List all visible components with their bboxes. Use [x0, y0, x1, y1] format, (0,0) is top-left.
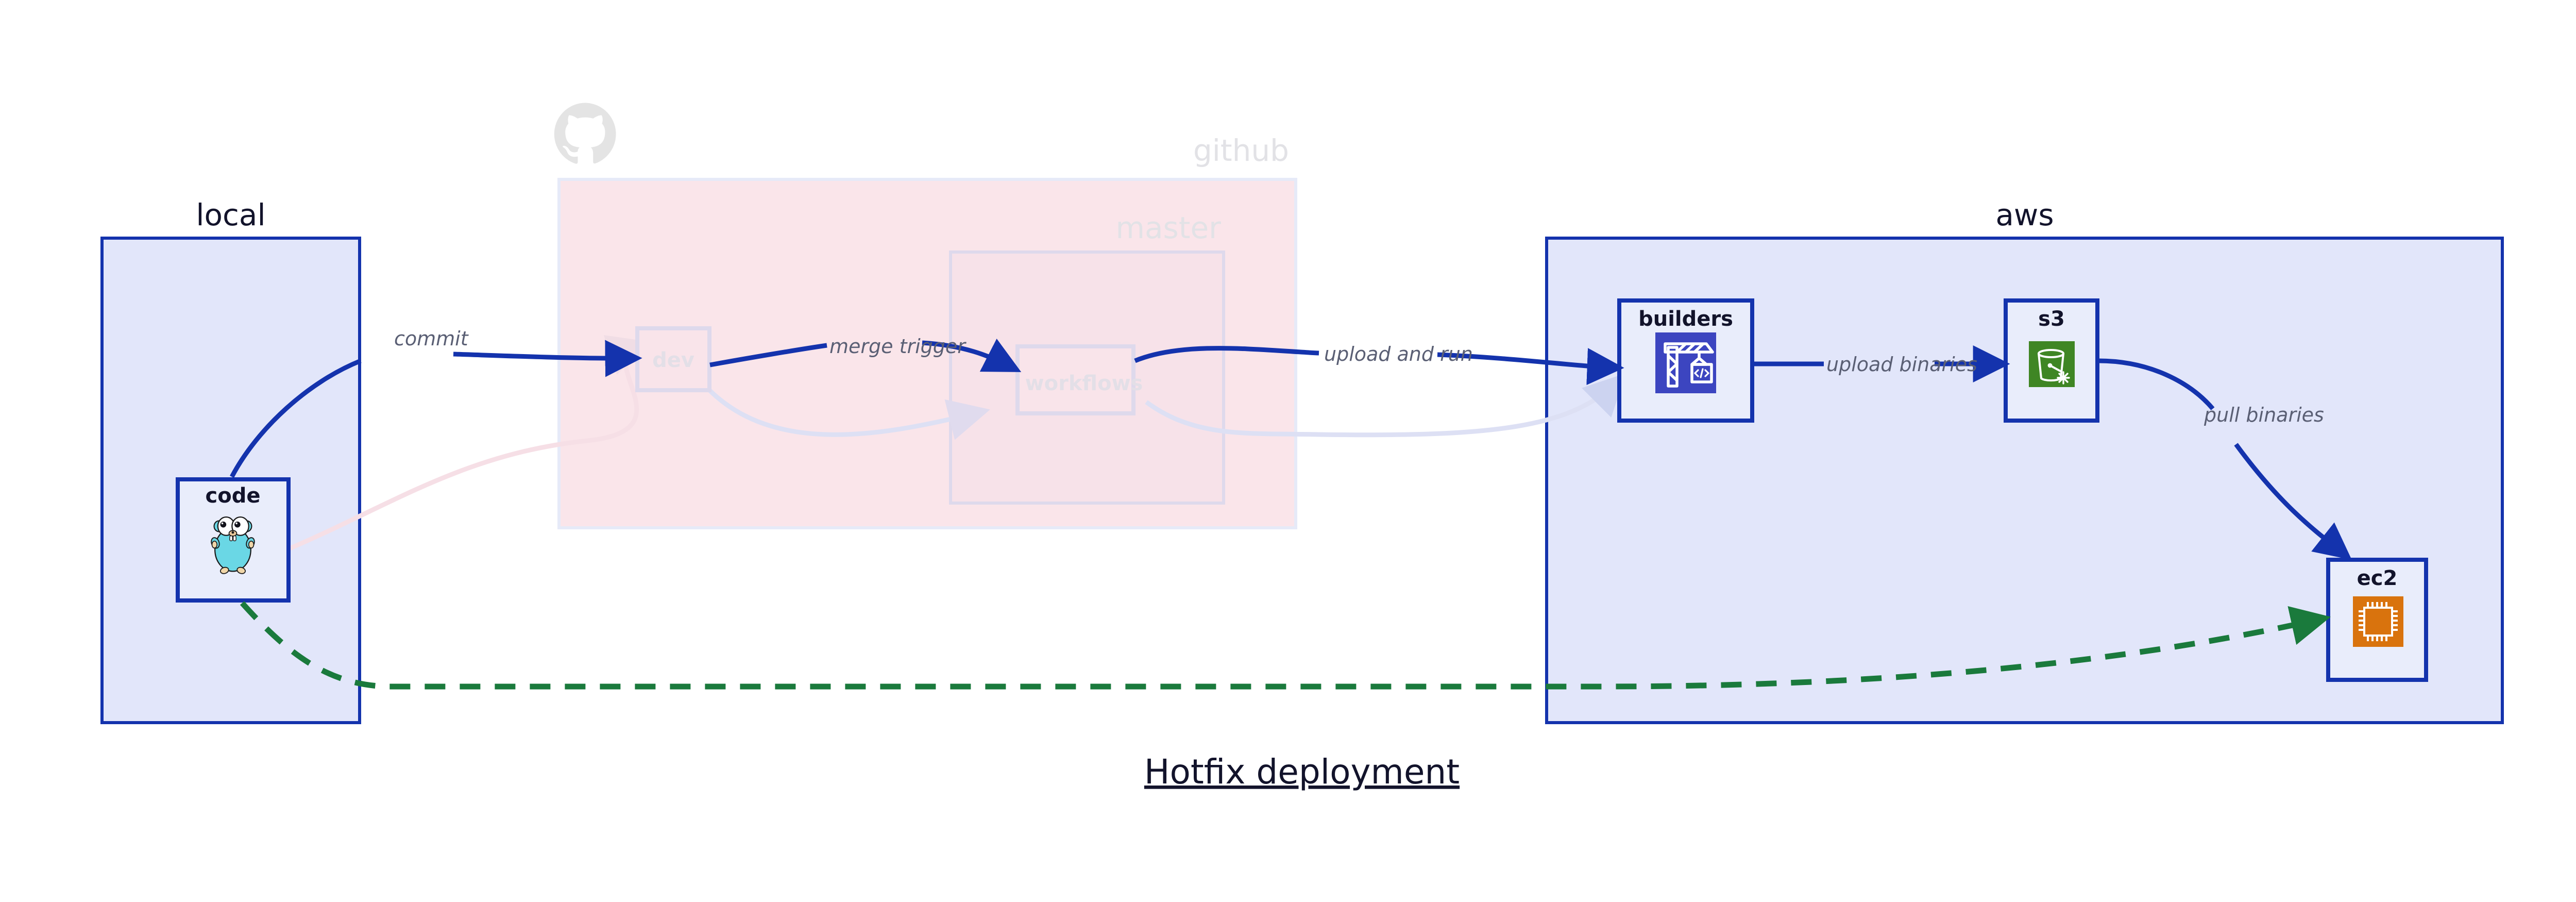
edge-label-upload-and-run: upload and run	[1324, 343, 1473, 365]
cluster-label-github: github	[1193, 133, 1289, 168]
edge-upload-run-line-b	[1437, 348, 1624, 386]
edge-label-pull-binaries: pull binaries	[2204, 404, 2324, 426]
aws-s3-glacier-icon	[2029, 341, 2075, 387]
aws-ec2-chip-icon	[2353, 596, 2403, 647]
edge-upload-run-line-a	[1134, 346, 1319, 363]
node-ec2-label: ec2	[2357, 566, 2398, 590]
edge-label-merge-trigger: merge trigger	[829, 335, 967, 358]
node-code-label: code	[206, 484, 261, 508]
aws-codebuild-icon	[1655, 332, 1716, 393]
node-workflows-box[interactable]	[1015, 344, 1136, 415]
node-ec2[interactable]: ec2	[2326, 558, 2428, 682]
node-s3-label: s3	[2038, 307, 2065, 331]
edge-faded-dev-workflows	[706, 387, 990, 440]
edge-pull-binaries-line-b	[2234, 443, 2352, 560]
edge-merge-line-b	[922, 338, 1022, 372]
edge-pull-binaries-line-a	[2098, 358, 2215, 410]
node-workflows-label: workflows	[1025, 372, 1143, 395]
node-builders-label: builders	[1638, 307, 1733, 331]
node-builders[interactable]: builders	[1617, 298, 1754, 423]
edge-merge-line-a	[709, 343, 827, 368]
node-dev-label: dev	[652, 348, 694, 372]
node-workflows[interactable]: workflows	[1015, 344, 1143, 415]
edge-hotfix-dashed	[240, 601, 2331, 690]
node-code[interactable]: code	[176, 477, 291, 603]
go-gopher-icon	[211, 516, 255, 574]
edge-commit-line-a	[230, 358, 362, 478]
edge-label-upload-binaries: upload binaries	[1826, 353, 1977, 376]
cluster-label-master: master	[1115, 210, 1221, 245]
diagram-title: Hotfix deployment	[1144, 752, 1460, 792]
node-dev[interactable]: dev	[635, 326, 711, 392]
edge-faded-workflows-builders	[1145, 373, 1626, 438]
edge-commit-line-b	[453, 340, 642, 377]
cluster-label-aws: aws	[1995, 197, 2054, 232]
edge-label-commit: commit	[394, 327, 469, 350]
github-logo-icon	[554, 103, 616, 164]
cluster-label-local: local	[196, 197, 265, 232]
node-dev-box[interactable]	[635, 326, 711, 392]
